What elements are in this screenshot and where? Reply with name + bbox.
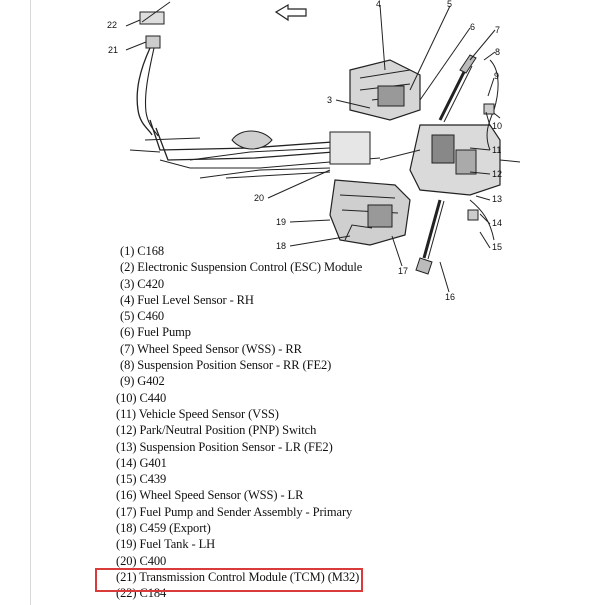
callout-16: 16	[445, 292, 456, 302]
legend-item: (19) Fuel Tank - LH	[116, 537, 216, 552]
callout-18: 18	[276, 241, 287, 251]
callout-20: 20	[254, 193, 265, 203]
callout-17: 17	[398, 266, 409, 276]
callout-7: 7	[495, 25, 501, 35]
legend-item: (10) C440	[116, 390, 167, 405]
callout-6: 6	[470, 22, 476, 32]
legend-item: (18) C459 (Export)	[116, 521, 211, 536]
legend-item: (2) Electronic Suspension Control (ESC) …	[120, 260, 363, 275]
legend-item: (5) C460	[120, 309, 164, 324]
legend-item: (9) G402	[120, 374, 165, 389]
legend-item: (17) Fuel Pump and Sender Assembly - Pri…	[116, 504, 353, 519]
callout-14: 14	[492, 218, 503, 228]
callout-9: 9	[494, 71, 500, 81]
callout-13: 13	[492, 194, 503, 204]
legend-item: (3) C420	[120, 276, 164, 291]
legend-item: (8) Suspension Position Sensor - RR (FE2…	[120, 358, 332, 373]
component-legend: (1) C168 (2) Electronic Suspension Contr…	[116, 243, 480, 602]
legend-item: (12) Park/Neutral Position (PNP) Switch	[116, 423, 317, 438]
legend-item: (11) Vehicle Speed Sensor (VSS)	[116, 406, 279, 421]
callout-21: 21	[108, 45, 119, 55]
callout-11: 11	[492, 145, 502, 155]
callout-5: 5	[447, 0, 453, 9]
callout-10: 10	[492, 121, 503, 131]
callout-15: 15	[492, 242, 503, 252]
legend-item: (1) C168	[120, 244, 164, 258]
legend-item: (7) Wheel Speed Sensor (WSS) - RR	[120, 341, 302, 356]
legend-item-highlighted: (21) Transmission Control Module (TCM) (…	[116, 569, 360, 584]
callout-12: 12	[492, 169, 503, 179]
legend-item: (22) C184	[116, 586, 167, 601]
legend-item: (15) C439	[116, 472, 167, 487]
legend-item: (6) Fuel Pump	[120, 325, 191, 340]
legend-item: (16) Wheel Speed Sensor (WSS) - LR	[116, 488, 304, 503]
tcm-highlight-box	[95, 568, 363, 592]
legend-item: (20) C400	[116, 553, 167, 568]
legend-item: (14) G401	[116, 455, 167, 470]
page-margin	[0, 0, 31, 605]
callout-8: 8	[495, 47, 501, 57]
callout-22: 22	[107, 20, 118, 30]
vehicle-harness-diagram	[125, 1, 521, 293]
legend-item: (4) Fuel Level Sensor - RH	[120, 292, 254, 307]
callout-4: 4	[376, 0, 382, 9]
legend-item: (13) Suspension Position Sensor - LR (FE…	[116, 439, 333, 454]
callout-19: 19	[276, 217, 287, 227]
front-arrow-icon	[274, 3, 307, 22]
callout-3: 3	[327, 95, 333, 105]
